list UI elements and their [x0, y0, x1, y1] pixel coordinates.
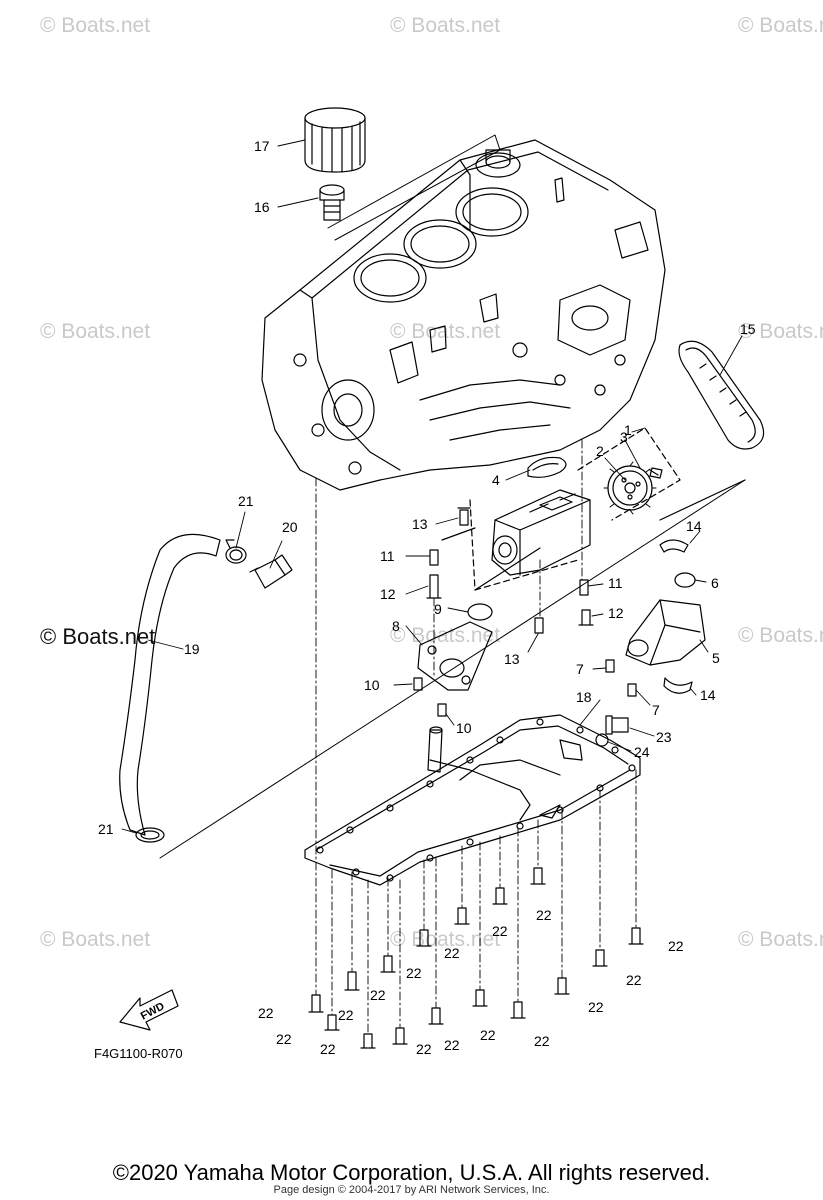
guide-lines [315, 439, 637, 1035]
callout-6: 6 [711, 575, 719, 591]
callout-14: 14 [686, 518, 702, 534]
callout-23: 23 [656, 729, 672, 745]
callout-11: 11 [608, 575, 623, 591]
bolt [578, 609, 594, 626]
diagram-code: F4G1100-R070 [94, 1046, 183, 1061]
drain-gasket [595, 733, 609, 747]
callout-21: 21 [98, 821, 114, 837]
callout-22: 22 [406, 965, 422, 981]
callout-12: 12 [380, 586, 396, 602]
bolt [413, 677, 423, 691]
callout-1: 1 [624, 422, 632, 438]
callout-22: 22 [276, 1031, 292, 1047]
callout-5: 5 [712, 650, 720, 666]
callout-4: 4 [492, 472, 500, 488]
callout-22: 22 [492, 923, 508, 939]
page-credit: Page design © 2004-2017 by ARI Network S… [273, 1184, 550, 1196]
callout-13: 13 [412, 516, 428, 532]
callout-21: 21 [238, 493, 254, 509]
hose-clamp [225, 539, 247, 564]
callout-12: 12 [608, 605, 624, 621]
callout-22: 22 [668, 938, 684, 954]
callout-11: 11 [380, 548, 395, 564]
callout-8: 8 [392, 618, 400, 634]
callout-22: 22 [588, 999, 604, 1015]
bolt [426, 574, 442, 599]
callout-14: 14 [700, 687, 716, 703]
breather-fitting [249, 554, 293, 589]
callout-17: 17 [254, 138, 270, 154]
callout-7: 7 [652, 702, 660, 718]
callout-24: 24 [634, 744, 650, 760]
dowel-pin [579, 579, 589, 596]
callout-22: 22 [338, 1007, 354, 1023]
callout-20: 20 [282, 519, 298, 535]
callout-22: 22 [444, 1037, 460, 1053]
drive-chain [678, 340, 765, 450]
pan-bolts [308, 867, 644, 1049]
fwd-arrow [119, 989, 179, 1031]
callout-19: 19 [184, 641, 200, 657]
leader-lines [121, 139, 743, 834]
callout-22: 22 [258, 1005, 274, 1021]
callout-15: 15 [740, 321, 756, 337]
crankcase [261, 139, 666, 491]
callout-10: 10 [364, 677, 380, 693]
callout-18: 18 [576, 689, 592, 705]
callout-labels: 1 2 3 4 5 6 7 7 8 9 10 10 11 11 12 12 13… [94, 138, 756, 1061]
drain-bolt [605, 715, 629, 735]
pump-dashed-box [577, 427, 681, 521]
callout-3: 3 [620, 429, 628, 445]
callout-9: 9 [434, 601, 442, 617]
callout-22: 22 [626, 972, 642, 988]
oil-pump [491, 489, 591, 576]
callout-13: 13 [504, 651, 520, 667]
bolt [437, 703, 447, 717]
callout-22: 22 [534, 1033, 550, 1049]
oil-filter [304, 107, 366, 173]
o-ring [674, 572, 696, 588]
sprocket-bolt [649, 467, 663, 479]
callout-7: 7 [576, 661, 584, 677]
o-ring [467, 603, 493, 621]
callout-22: 22 [416, 1041, 432, 1057]
hose-clamp [135, 827, 165, 843]
callout-10: 10 [456, 720, 472, 736]
oil-pan [304, 714, 641, 886]
callout-22: 22 [320, 1041, 336, 1057]
bolt [534, 617, 544, 634]
pump-sprocket [603, 461, 657, 515]
bolt [457, 507, 471, 526]
dowel-pin [429, 549, 439, 566]
callout-22: 22 [480, 1027, 496, 1043]
bolt [627, 683, 637, 697]
pump-gasket [527, 456, 567, 478]
oil-strainer [625, 599, 706, 666]
callout-2: 2 [596, 443, 604, 459]
breather-hose [119, 533, 221, 836]
callout-22: 22 [536, 907, 552, 923]
clip [659, 539, 689, 553]
callout-16: 16 [254, 199, 270, 215]
callout-22: 22 [370, 987, 386, 1003]
oil-filter-union [319, 184, 345, 221]
callout-22: 22 [444, 945, 460, 961]
oil-strainer-pipe [417, 621, 493, 691]
clip [663, 677, 693, 694]
copyright-text: ©2020 Yamaha Motor Corporation, U.S.A. A… [112, 1160, 711, 1185]
bolt [605, 659, 615, 673]
